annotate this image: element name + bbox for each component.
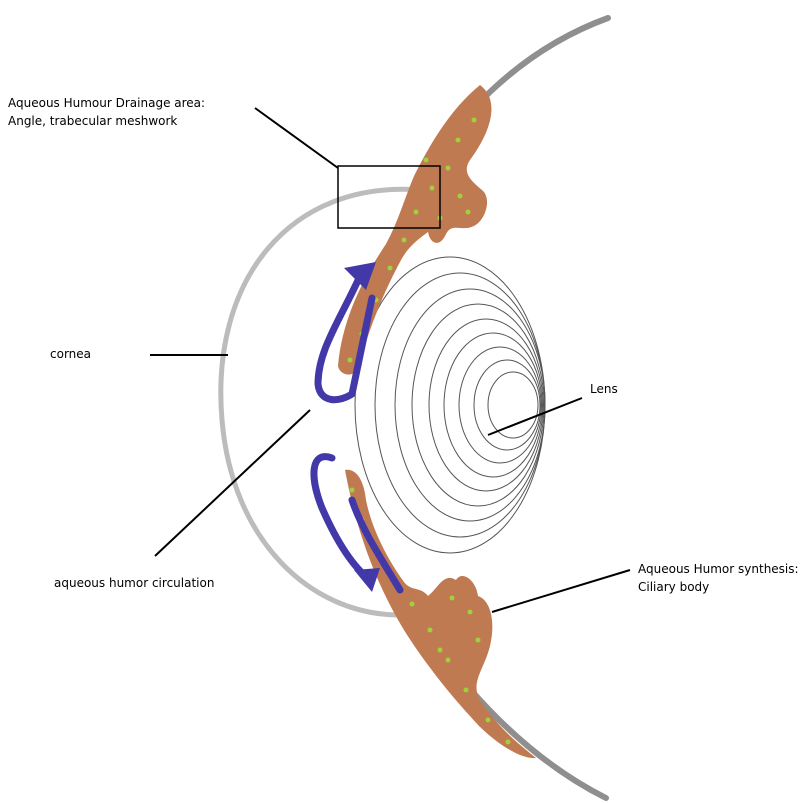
lower-arrow-head [354,568,380,592]
circulation-label: aqueous humor circulation [54,574,214,592]
lens-label: Lens [590,380,618,398]
synthesis-label-line2: Ciliary body [638,578,799,596]
synthesis-leader [492,570,630,612]
drainage-label: Aqueous Humour Drainage area: Angle, tra… [8,94,205,130]
circulation-leader [155,410,310,556]
synthesis-label-line1: Aqueous Humor synthesis: [638,560,799,578]
synthesis-label: Aqueous Humor synthesis: Ciliary body [638,560,799,596]
cornea-label: cornea [50,345,91,363]
drainage-label-line2: Angle, trabecular meshwork [8,112,205,130]
drainage-label-line1: Aqueous Humour Drainage area: [8,94,205,112]
upper-tissue [338,85,491,375]
drainage-leader [255,108,338,168]
sclera-wall [405,18,608,798]
lens [355,257,545,553]
